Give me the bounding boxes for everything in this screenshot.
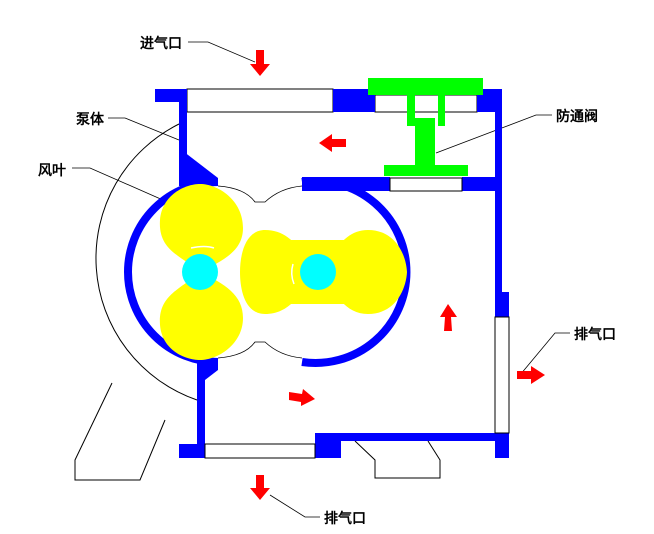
relief-valve: [368, 78, 483, 176]
pump-casing: [155, 89, 509, 458]
outlet-port-right: [494, 316, 510, 434]
arrow-down-icon: [250, 475, 270, 500]
housing-outline: [74, 123, 441, 481]
rotation-arrow-right: [290, 263, 295, 285]
inlet-port: [186, 88, 334, 113]
arrow-right-icon: [289, 389, 315, 406]
outlet-port-bottom: [204, 443, 316, 459]
arrow-left-icon: [319, 134, 346, 152]
shaft-right: [300, 254, 336, 290]
housing-arc: [95, 123, 198, 401]
label-inlet: 进气口: [140, 36, 182, 52]
label-relief-valve: 防通阀: [556, 109, 598, 125]
valve-seat: [389, 177, 463, 192]
label-outlet-bottom: 排气口: [324, 511, 366, 527]
shaft-left: [182, 254, 218, 290]
arrow-right-icon: [517, 366, 545, 384]
stand-left: [74, 382, 166, 481]
arrow-up-icon: [440, 304, 457, 331]
valve-port: [374, 94, 478, 113]
arrow-down-icon: [250, 50, 270, 76]
flow-arrows: [250, 50, 545, 500]
rotor-left: [159, 184, 243, 360]
label-rotor: 风叶: [38, 163, 66, 179]
label-pump-body: 泵体: [76, 112, 104, 128]
leader-lines: [72, 41, 570, 518]
rotation-arrow-left: [190, 245, 215, 249]
stand-right: [354, 440, 441, 479]
label-outlet-right: 排气口: [574, 327, 616, 343]
